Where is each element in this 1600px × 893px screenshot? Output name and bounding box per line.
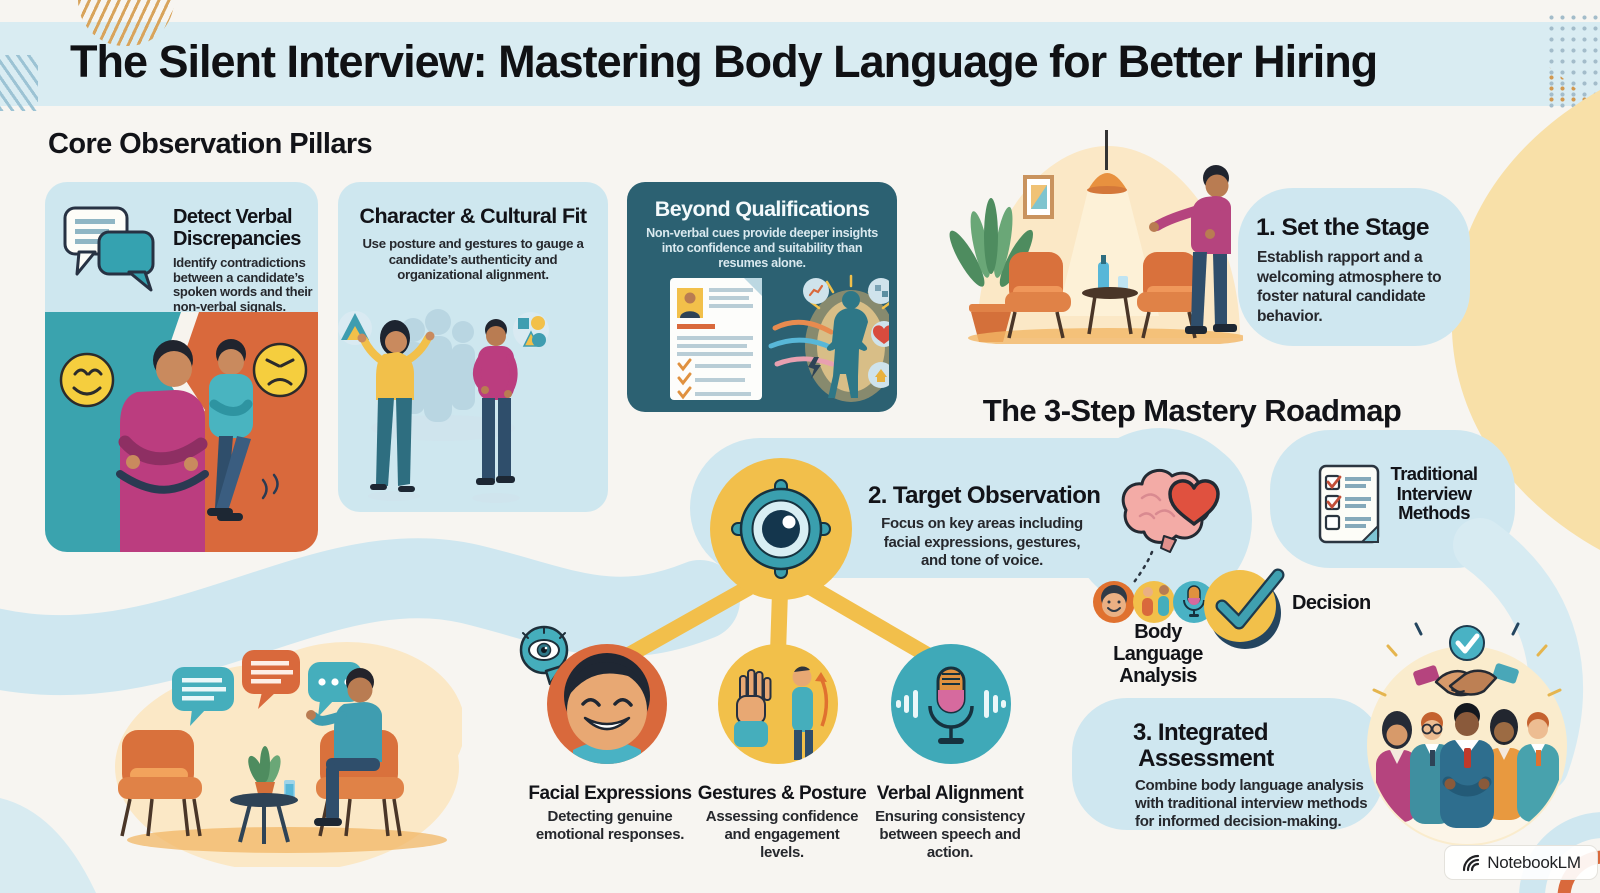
smiling-emoji-icon <box>59 352 115 408</box>
person-arms-crossed-left <box>116 340 209 552</box>
resume-aura-illustration <box>670 274 889 402</box>
step3-title: 3. Integrated Assessment <box>1133 719 1274 772</box>
card-character-cultural-fit: Character & Cultural Fit Use posture and… <box>338 182 608 512</box>
glowing-silhouette <box>768 274 889 402</box>
focus-facial-title: Facial Expressions <box>528 783 692 804</box>
speech-bubble-lines-orange <box>242 650 300 709</box>
card1-body: Identify contradictions between a candid… <box>173 255 313 314</box>
person-candidate-sitting <box>306 668 382 826</box>
step1-body: Establish rapport and a welcoming atmosp… <box>1257 249 1442 325</box>
step2-title: 2. Target Observation <box>868 482 1101 509</box>
framed-picture <box>1023 175 1054 219</box>
checklist-icon <box>1318 464 1380 544</box>
focus-gestures-body: Assessing confidence and engagement leve… <box>705 808 859 861</box>
gestures-posture-circle <box>718 644 838 764</box>
page-title: The Silent Interview: Mastering Body Lan… <box>70 36 1378 87</box>
card2-title: Character & Cultural Fit <box>359 204 588 228</box>
mini-gesture-icon <box>1133 581 1175 623</box>
handshake-icon <box>1413 663 1519 697</box>
focus-facial-body: Detecting genuine emotional responses. <box>535 808 685 843</box>
person-team-4 <box>1485 709 1525 820</box>
notebooklm-logo-icon <box>1463 854 1480 871</box>
badge-shapes-icon <box>513 312 549 348</box>
side-table <box>1082 255 1138 335</box>
chat-bubbles-icon <box>63 206 155 292</box>
focus-verbal-title: Verbal Alignment <box>876 783 1024 804</box>
armchair-empty <box>118 730 202 837</box>
eye-target-icon <box>710 458 852 600</box>
resume-document-icon <box>670 278 762 400</box>
set-the-stage-illustration <box>949 130 1243 344</box>
hatch-decor-blue <box>0 55 38 111</box>
mini-face-icon <box>1093 581 1135 623</box>
focus-gestures-posture: Gestures & Posture Assessing confidence … <box>690 783 874 862</box>
card-beyond-qualifications: Beyond Qualifications Non-verbal cues pr… <box>627 182 897 412</box>
angry-emoji-icon <box>252 342 308 398</box>
body-language-mini-icons <box>1093 581 1215 623</box>
traditional-interview-methods-label: Traditional Interview Methods <box>1390 463 1479 523</box>
armchair-left <box>1005 252 1071 339</box>
upright-posture-icon <box>792 666 829 760</box>
dashed-connector <box>1130 550 1154 587</box>
card-detect-verbal-discrepancies: Detect Verbal Discrepancies Identify con… <box>45 182 318 552</box>
person-woman-gesturing <box>357 320 435 501</box>
brain-heart-icon <box>1121 468 1220 553</box>
body-language-analysis-label: Body Language Analysis <box>1113 621 1203 687</box>
split-mood-illustration <box>45 312 318 552</box>
speech-bubble-lines-teal <box>172 667 234 726</box>
card2-body: Use posture and gestures to gauge a cand… <box>362 236 584 282</box>
microphone-icon <box>896 666 1006 744</box>
focus-verbal-body: Ensuring consistency between speech and … <box>875 808 1025 861</box>
focus-verbal-alignment: Verbal Alignment Ensuring consistency be… <box>858 783 1042 862</box>
section-heading-pillars: Core Observation Pillars <box>48 128 373 160</box>
card1-title: Detect Verbal Discrepancies <box>173 206 301 250</box>
happy-face-icon <box>564 653 650 764</box>
facial-expressions-circle <box>547 644 667 764</box>
eye-speech-bubble-icon <box>519 625 569 686</box>
person-team-lead <box>1440 703 1494 828</box>
team-check-icon <box>1449 625 1485 661</box>
card3-body: Non-verbal cues provide deeper insights … <box>646 226 878 270</box>
person-arms-crossed-right <box>207 339 279 521</box>
watermark-label: NotebookLM <box>1487 852 1581 872</box>
title-banner <box>0 22 1600 106</box>
person-interviewer-welcoming <box>1149 165 1237 334</box>
notebooklm-watermark: NotebookLM <box>1444 845 1598 880</box>
focus-gestures-title: Gestures & Posture <box>697 783 867 804</box>
step3-body: Combine body language analysis with trad… <box>1135 777 1368 830</box>
armchair-right <box>1137 252 1203 339</box>
interview-conversation-illustration <box>115 642 462 867</box>
cultural-fit-illustration <box>338 309 549 503</box>
raised-hand-icon <box>734 669 772 747</box>
roadmap-heading: The 3-Step Mastery Roadmap <box>982 393 1402 428</box>
integrated-assessment-illustration <box>1367 622 1567 846</box>
step2-body: Focus on key areas including facial expr… <box>881 515 1083 569</box>
verbal-alignment-circle <box>891 644 1011 764</box>
decision-check-icon <box>1204 568 1285 649</box>
coffee-table <box>230 746 298 844</box>
focus-facial-expressions: Facial Expressions Detecting genuine emo… <box>518 783 702 844</box>
decision-label: Decision <box>1292 592 1371 614</box>
mini-mic-icon <box>1173 581 1215 623</box>
step1-title: 1. Set the Stage <box>1256 214 1429 241</box>
person-man-standing <box>472 319 520 503</box>
card3-title: Beyond Qualifications <box>654 197 870 221</box>
